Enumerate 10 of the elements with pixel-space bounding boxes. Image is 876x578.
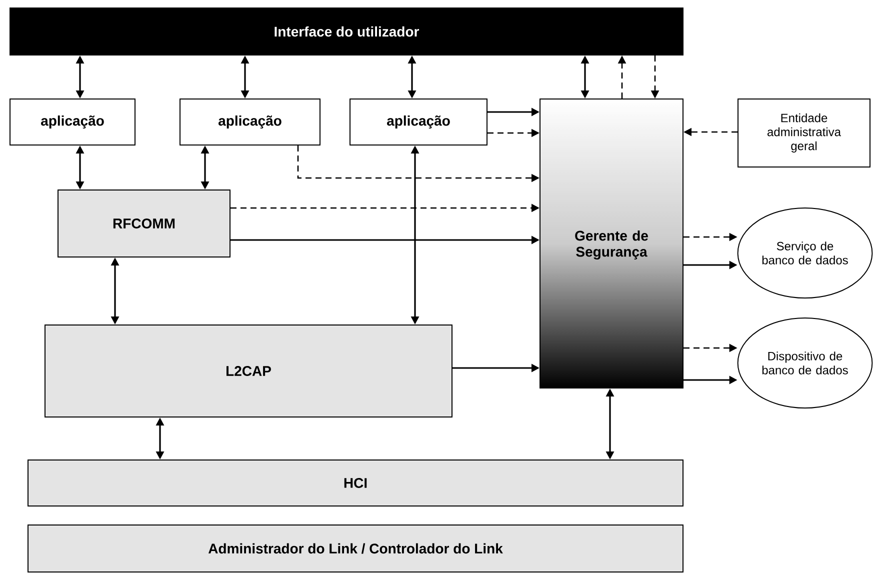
layer-box: HCI bbox=[28, 460, 684, 506]
layer-box: RFCOMM bbox=[58, 190, 230, 258]
layer-box: Administrador do Link / Controlador do Link bbox=[28, 524, 684, 572]
interface-band: Interface do utilizador bbox=[10, 8, 684, 56]
application-box: aplicação bbox=[10, 98, 136, 146]
application-box: aplicação bbox=[350, 98, 488, 146]
application-box: aplicação bbox=[180, 98, 320, 146]
entity-box: Entidade administrativa geral bbox=[738, 98, 870, 168]
layer-box: L2CAP bbox=[44, 324, 452, 418]
security-manager-box: Gerente de Segurança bbox=[540, 98, 684, 388]
